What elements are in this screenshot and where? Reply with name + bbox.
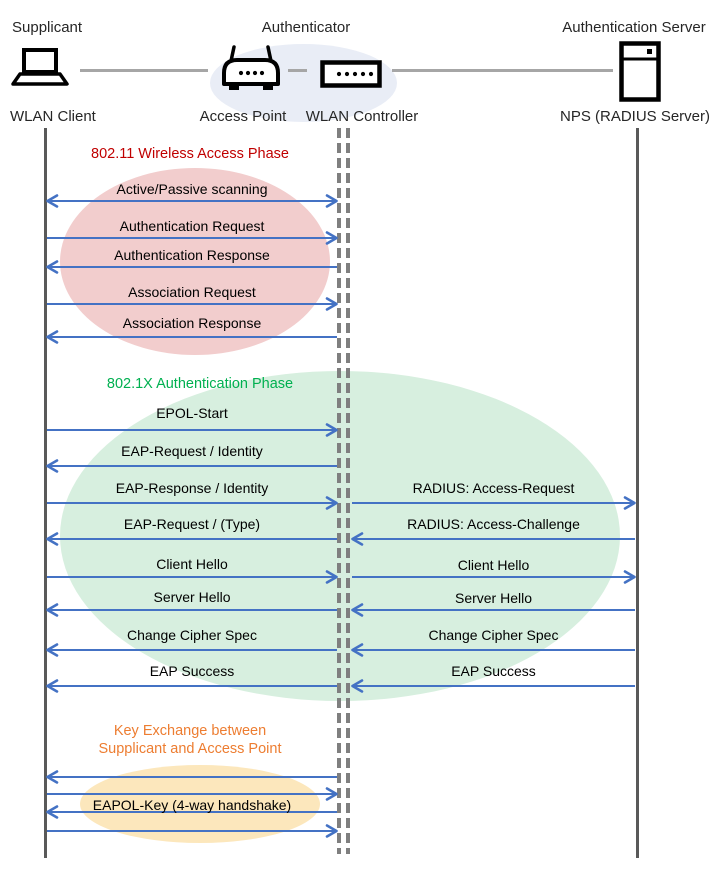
access-point-icon [222, 45, 280, 90]
message-label: Association Response [122, 315, 262, 331]
message-arrow-left [46, 805, 337, 819]
8021x-authentication-phase-title-line: 802.1X Authentication Phase [106, 376, 294, 392]
arrowhead-left [351, 643, 364, 657]
connector-client-ap [80, 69, 208, 72]
message-arrow-left [46, 532, 337, 546]
message-arrow-right [47, 297, 338, 311]
message-arrow-left [46, 330, 337, 344]
message-label: Change Cipher Spec [127, 627, 257, 643]
connector-ap-controller [288, 69, 307, 72]
message-label: Authentication Request [119, 218, 265, 234]
lifeline-authenticator-dashed-right [346, 128, 350, 854]
server-icon [619, 41, 661, 102]
key-exchange-phase-title-line: Supplicant and Access Point [98, 740, 282, 757]
message-arrow-left [351, 603, 635, 617]
message-arrow-left [351, 643, 635, 657]
message-label: RADIUS: Access-Challenge [407, 516, 580, 532]
message-label: EAPOL-Key (4-way handshake) [92, 797, 292, 813]
message-label: Client Hello [156, 556, 228, 572]
message-label: EPOL-Start [156, 405, 228, 421]
arrowhead-left [46, 260, 59, 274]
message-label: Association Request [128, 284, 256, 300]
device-wlan-controller-label: WLAN Controller [305, 108, 419, 125]
arrowhead-right [325, 231, 338, 245]
message-arrow-right [47, 231, 338, 245]
message-arrow-right [47, 787, 338, 801]
message-arrow-bidirectional [46, 194, 338, 208]
arrowhead-left [46, 805, 59, 819]
message-label: EAP Success [451, 663, 536, 679]
message-arrow-right [47, 824, 338, 838]
key-exchange-phase-title-line: Key Exchange between [113, 723, 267, 739]
message-arrow-left [351, 532, 635, 546]
message-label: EAP-Request / Identity [121, 443, 263, 459]
arrowhead-right [623, 570, 636, 584]
arrowhead-right [325, 787, 338, 801]
message-arrow-right [352, 570, 636, 584]
role-supplicant-label: Supplicant [12, 19, 83, 36]
message-label: Server Hello [454, 590, 533, 606]
arrowhead-right [325, 297, 338, 311]
message-arrow-left [46, 459, 337, 473]
laptop-icon [11, 48, 69, 86]
lifeline-wlan-client [44, 128, 47, 858]
message-arrow-left [46, 603, 337, 617]
wireless-access-phase-title-line: 802.11 Wireless Access Phase [91, 146, 289, 162]
message-arrow-right [352, 496, 636, 510]
arrowhead-right [325, 496, 338, 510]
message-arrow-left [46, 679, 337, 693]
arrowhead-left [46, 679, 59, 693]
message-label: Client Hello [457, 557, 530, 573]
device-access-point-label: Access Point [199, 108, 287, 125]
message-label: Authentication Response [114, 247, 270, 263]
message-label: Server Hello [153, 589, 231, 605]
message-label: Active/Passive scanning [116, 181, 268, 197]
arrowhead-left [46, 603, 59, 617]
message-arrow-left [46, 260, 337, 274]
lifeline-authenticator-dashed-left [337, 128, 341, 854]
arrowhead-left [46, 194, 59, 208]
arrowhead-left [46, 532, 59, 546]
connector-controller-server [392, 69, 613, 72]
arrowhead-right [325, 423, 338, 437]
message-arrow-right [47, 570, 338, 584]
role-authenticator-label: Authenticator [261, 19, 351, 36]
arrowhead-right [325, 824, 338, 838]
message-arrow-left [46, 643, 337, 657]
arrowhead-left [351, 603, 364, 617]
lifeline-radius-server [636, 128, 639, 858]
arrowhead-right [623, 496, 636, 510]
arrowhead-left [46, 330, 59, 344]
wireless-access-phase-title: 802.11 Wireless Access Phase [91, 146, 289, 164]
message-arrow-right [47, 423, 338, 437]
message-label: RADIUS: Access-Request [412, 480, 575, 496]
wireless-access-phase-ellipse [60, 168, 330, 355]
message-label: EAP-Response / Identity [115, 480, 269, 496]
message-arrow-right [47, 496, 338, 510]
message-arrow-left [351, 679, 635, 693]
message-label: EAP Success [149, 663, 235, 679]
role-authentication-server-label: Authentication Server [562, 19, 706, 36]
arrowhead-left [46, 770, 59, 784]
device-wlan-client-label: WLAN Client [10, 108, 96, 125]
message-label: Change Cipher Spec [428, 627, 559, 643]
arrowhead-right [325, 570, 338, 584]
arrowhead-left [46, 643, 59, 657]
arrowhead-right [325, 194, 338, 208]
arrowhead-left [351, 679, 364, 693]
arrowhead-left [46, 459, 59, 473]
8021x-authentication-phase-title: 802.1X Authentication Phase [107, 376, 293, 394]
message-label: EAP-Request / (Type) [123, 516, 261, 532]
wlan-controller-icon [320, 60, 382, 88]
arrowhead-left [351, 532, 364, 546]
message-arrow-left [46, 770, 337, 784]
device-nps-label: NPS (RADIUS Server) [559, 108, 711, 125]
